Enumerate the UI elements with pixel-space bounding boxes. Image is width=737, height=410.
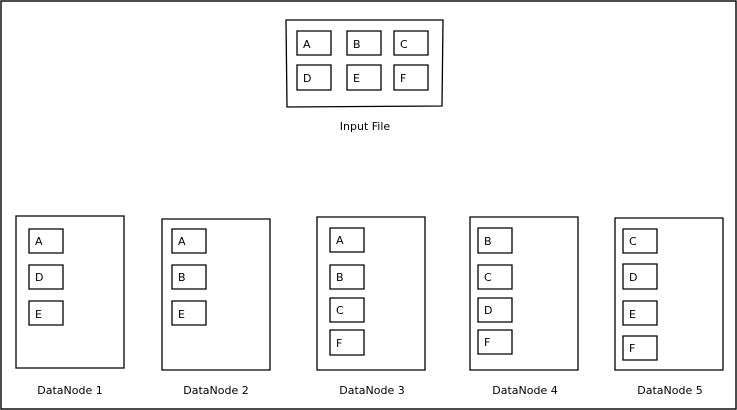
datanode-2-block-a: A: [171, 228, 207, 254]
input-block-e-label: E: [353, 72, 360, 85]
datanode-3-group: A B C F DataNode 3: [316, 216, 426, 397]
datanode-5-block-d-box: [622, 263, 658, 290]
input-block-f-box: [393, 64, 429, 91]
input-block-f: F: [393, 64, 429, 91]
input-block-e-box: [346, 64, 382, 91]
datanode-5-container: [614, 217, 724, 371]
datanode-1-group: A D E DataNode 1: [15, 215, 125, 397]
datanode-2-container: [161, 218, 271, 371]
datanode-4-block-c-box: [477, 264, 513, 290]
datanode-2-block-b-label: B: [178, 271, 186, 284]
datanode-1-block-d: D: [28, 264, 64, 290]
datanode-5-caption: DataNode 5: [637, 384, 702, 397]
datanode-3-block-b-box: [329, 264, 365, 290]
datanode-1-block-a-label: A: [35, 235, 43, 248]
datanode-2-block-e: E: [171, 300, 207, 326]
datanode-1-caption: DataNode 1: [37, 384, 102, 397]
input-block-d-label: D: [303, 72, 311, 85]
datanode-1-container: [15, 215, 125, 369]
datanode-4-block-f-label: F: [484, 336, 490, 349]
datanode-3-block-a: A: [329, 227, 365, 253]
datanode-2-block-a-box: [171, 228, 207, 254]
datanode-4-caption: DataNode 4: [492, 384, 557, 397]
datanode-3-block-b-label: B: [336, 271, 344, 284]
datanode-5-block-e-box: [622, 300, 658, 326]
input-block-b: B: [346, 30, 382, 56]
datanode-1-block-e-label: E: [35, 308, 42, 321]
input-block-a: A: [296, 30, 332, 56]
input-block-b-box: [346, 30, 382, 56]
datanode-5-block-d: D: [622, 263, 658, 290]
datanode-3-block-b: B: [329, 264, 365, 290]
datanode-2-group: A B E DataNode 2: [161, 218, 271, 397]
input-block-a-box: [296, 30, 332, 56]
datanode-4-block-d-box: [477, 297, 513, 323]
datanode-4-block-b-label: B: [484, 235, 492, 248]
datanode-1-block-a-box: [28, 228, 64, 254]
datanode-4-group: B C D F DataNode 4: [469, 216, 579, 397]
input-block-c: C: [393, 30, 429, 56]
datanode-3-block-c-box: [329, 297, 365, 323]
datanode-2-block-b-box: [171, 264, 207, 290]
datanode-5-block-e-label: E: [629, 308, 636, 321]
datanode-1-block-e-box: [28, 300, 64, 326]
datanode-2-caption: DataNode 2: [183, 384, 248, 397]
datanode-4-block-b-box: [477, 227, 513, 254]
datanode-5-block-e: E: [622, 300, 658, 326]
datanode-1-block-a: A: [28, 228, 64, 254]
datanode-4-block-f-box: [477, 329, 513, 355]
input-block-a-label: A: [303, 38, 311, 51]
datanode-5-group: C D E F DataNode 5: [614, 217, 724, 397]
datanode-5-block-c: C: [622, 228, 658, 254]
datanode-4-block-c-label: C: [484, 271, 492, 284]
input-file-group: A B C D E F Input File: [285, 19, 444, 133]
datanode-2-block-e-label: E: [178, 308, 185, 321]
input-block-c-box: [393, 30, 429, 56]
datanode-4-block-c: C: [477, 264, 513, 290]
datanode-1-block-d-label: D: [35, 271, 43, 284]
input-block-f-label: F: [400, 72, 406, 85]
input-block-d-box: [296, 64, 332, 91]
datanode-2-block-a-label: A: [178, 235, 186, 248]
datanode-5-block-f-box: [622, 335, 658, 361]
datanode-3-block-a-box: [329, 227, 365, 253]
datanode-5-block-d-label: D: [629, 271, 637, 284]
datanode-4-block-f: F: [477, 329, 513, 355]
datanode-1-block-e: E: [28, 300, 64, 326]
datanode-4-block-b: B: [477, 227, 513, 254]
datanode-3-block-a-label: A: [336, 234, 344, 247]
datanode-4-block-d-label: D: [484, 304, 492, 317]
datanode-3-block-f: F: [329, 329, 365, 356]
input-block-b-label: B: [353, 38, 361, 51]
datanode-3-block-c-label: C: [336, 304, 344, 317]
datanode-3-block-c: C: [329, 297, 365, 323]
datanode-3-caption: DataNode 3: [339, 384, 404, 397]
input-block-e: E: [346, 64, 382, 91]
datanode-2-block-e-box: [171, 300, 207, 326]
datanode-5-block-f-label: F: [629, 342, 635, 355]
datanode-3-block-f-label: F: [336, 337, 342, 350]
datanode-2-block-b: B: [171, 264, 207, 290]
datanode-5-block-c-box: [622, 228, 658, 254]
datanode-5-block-c-label: C: [629, 235, 637, 248]
input-file-caption: Input File: [340, 120, 391, 133]
datanode-1-block-d-box: [28, 264, 64, 290]
datanode-5-block-f: F: [622, 335, 658, 361]
input-block-c-label: C: [400, 38, 408, 51]
datanode-4-block-d: D: [477, 297, 513, 323]
datanode-3-block-f-box: [329, 329, 365, 356]
input-block-d: D: [296, 64, 332, 91]
